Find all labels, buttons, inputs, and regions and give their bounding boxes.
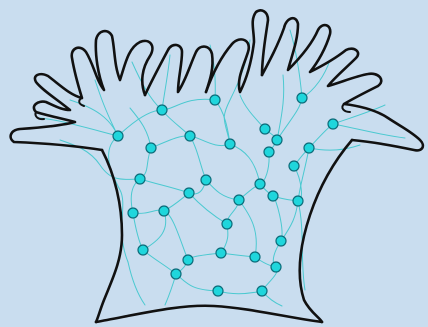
node-dot bbox=[184, 188, 194, 198]
node-dot bbox=[135, 174, 145, 184]
node-dot bbox=[257, 286, 267, 296]
node-dot bbox=[222, 219, 232, 229]
node-dot bbox=[234, 195, 244, 205]
node-dot bbox=[268, 191, 278, 201]
node-dot bbox=[183, 255, 193, 265]
node-dot bbox=[289, 161, 299, 171]
node-dot bbox=[297, 93, 307, 103]
node-dot bbox=[113, 131, 123, 141]
node-dot bbox=[210, 95, 220, 105]
node-dot bbox=[171, 269, 181, 279]
node-dot bbox=[201, 175, 211, 185]
node-dot bbox=[250, 252, 260, 262]
node-dot bbox=[271, 262, 281, 272]
node-dot bbox=[138, 245, 148, 255]
node-dot bbox=[260, 124, 270, 134]
node-dot bbox=[304, 143, 314, 153]
node-dot bbox=[213, 286, 223, 296]
node-dot bbox=[225, 139, 235, 149]
node-dot bbox=[255, 179, 265, 189]
node-dot bbox=[157, 105, 167, 115]
node-dot bbox=[276, 236, 286, 246]
node-dot bbox=[272, 135, 282, 145]
node-dot bbox=[328, 119, 338, 129]
node-dot bbox=[216, 248, 226, 258]
node-dot bbox=[293, 196, 303, 206]
node-dot bbox=[264, 147, 274, 157]
node-dot bbox=[128, 208, 138, 218]
node-dot bbox=[185, 131, 195, 141]
node-dot bbox=[146, 143, 156, 153]
node-dot bbox=[159, 206, 169, 216]
